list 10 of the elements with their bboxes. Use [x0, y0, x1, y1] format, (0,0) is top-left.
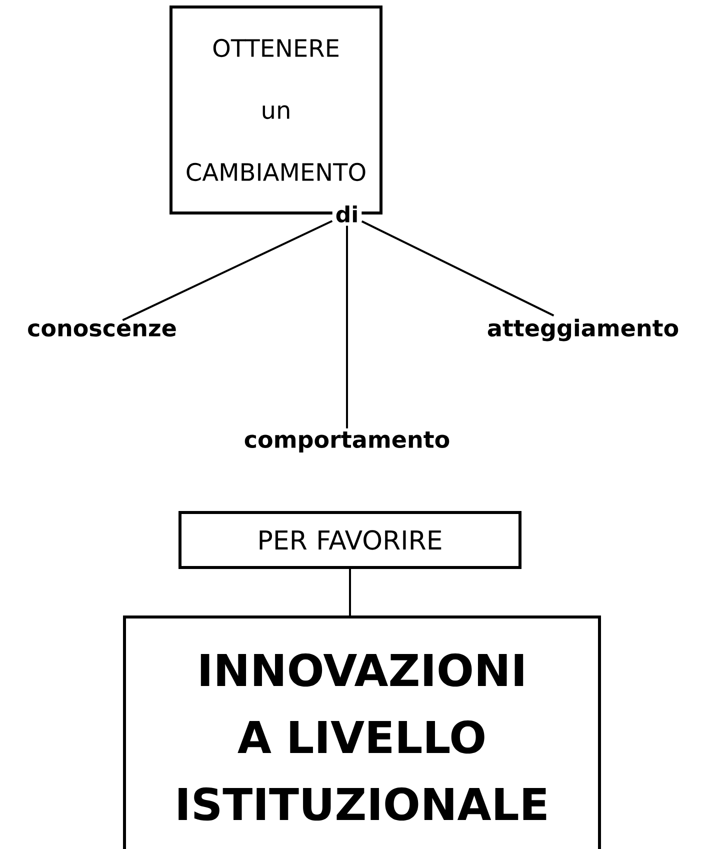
text-label: conoscenze	[24, 320, 180, 340]
connector-line	[346, 226, 348, 428]
connector-line	[361, 220, 554, 316]
connector-line	[349, 569, 351, 616]
text-box: INNOVAZIONI A LIVELLO ISTITUZIONALE	[123, 616, 601, 849]
text-label: comportamento	[240, 428, 454, 456]
text-label: atteggiamento	[484, 316, 682, 344]
text-label: di	[332, 202, 362, 226]
text-box: PER FAVORIRE	[178, 511, 522, 569]
connector-line	[122, 220, 333, 322]
